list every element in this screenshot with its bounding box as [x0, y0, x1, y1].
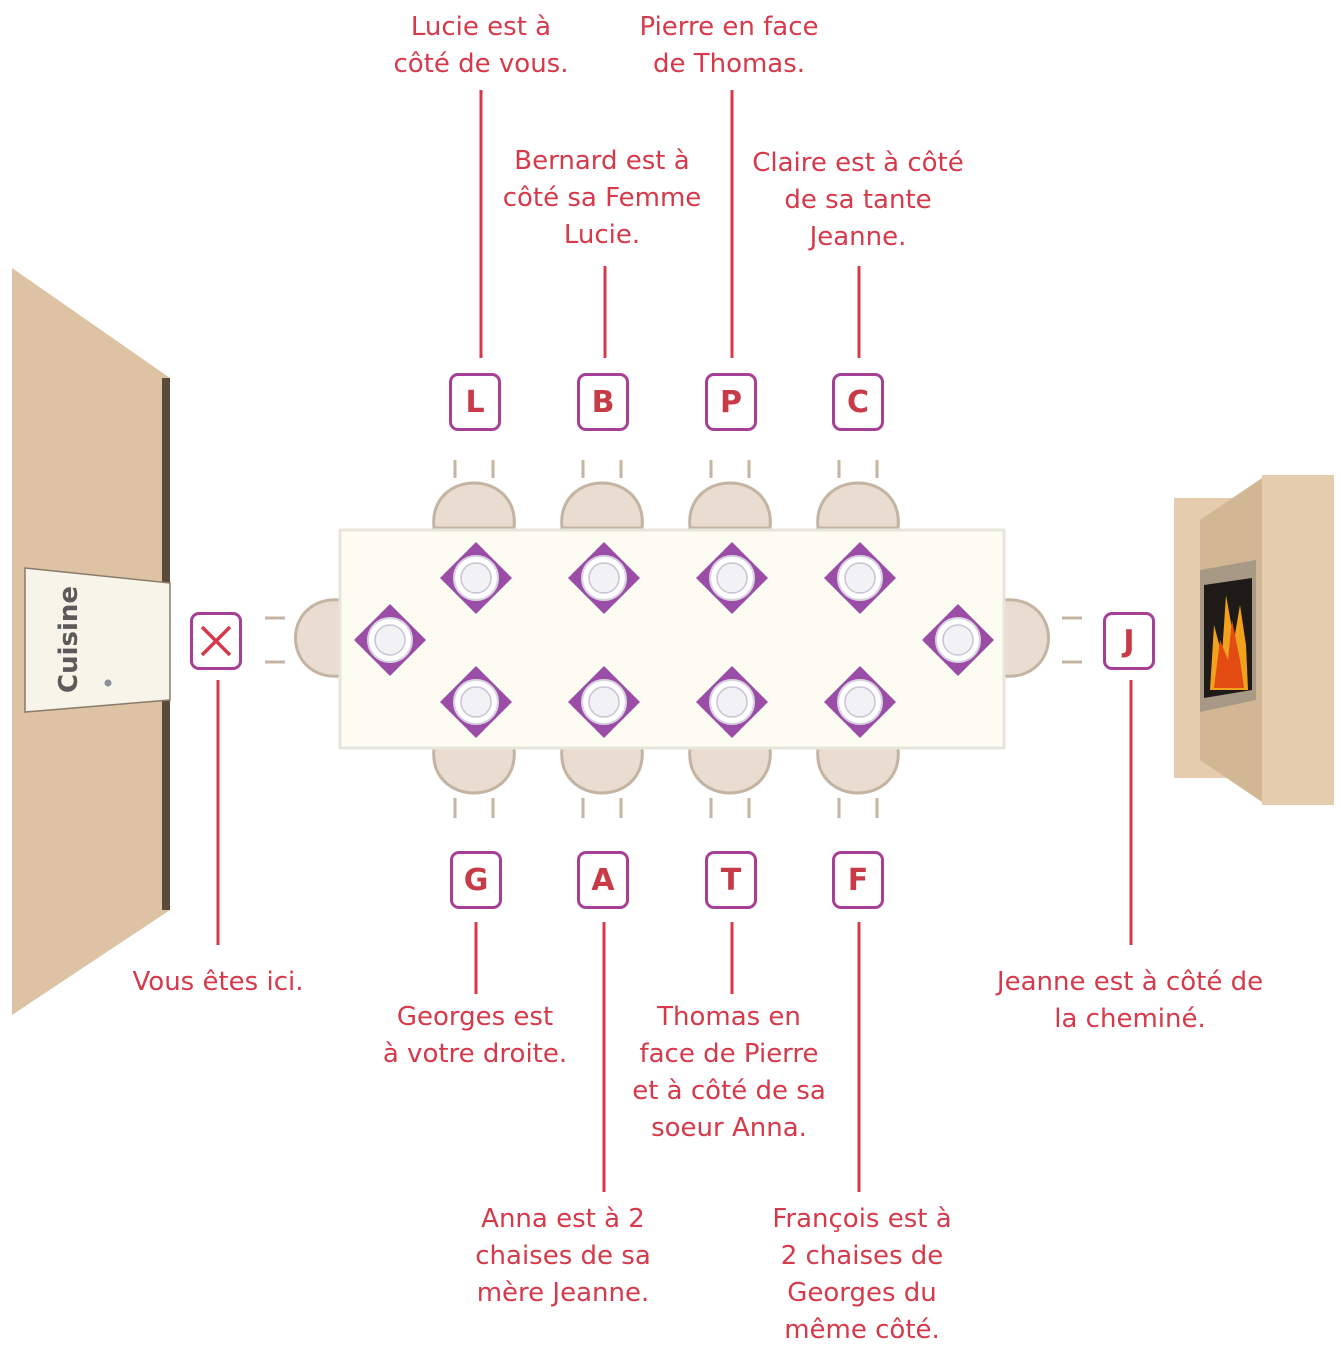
chair-bottom-1: [432, 746, 516, 818]
place-setting-bottom-2: [568, 666, 640, 738]
chair-left: [265, 598, 344, 678]
seat-box-c: C: [832, 373, 884, 431]
seat-box-t: T: [705, 851, 757, 909]
chair-top-3: [688, 460, 772, 530]
seat-letter-t: T: [720, 862, 742, 898]
chairs: [265, 460, 1082, 818]
seat-box-b: B: [577, 373, 629, 431]
clue-lines: [216, 90, 1133, 1192]
seat-letter-c: C: [846, 384, 870, 420]
chair-bottom-3: [688, 746, 772, 818]
kitchen-label: Cuisine: [54, 586, 84, 693]
seat-box-j: J: [1103, 612, 1155, 670]
clue-you: Vous êtes ici.: [132, 967, 304, 997]
seat-box-f: F: [832, 851, 884, 909]
x-icon: [200, 625, 232, 657]
seat-letter-f: F: [847, 862, 869, 898]
seat-letter-j: J: [1123, 623, 1135, 659]
seat-box-g: G: [450, 851, 502, 909]
place-setting-top-2: [568, 542, 640, 614]
kitchen-wall: Cuisine: [12, 268, 171, 1015]
place-setting-bottom-4: [824, 666, 896, 738]
chair-top-4: [816, 460, 900, 530]
seat-box-p: P: [705, 373, 757, 431]
place-setting-bottom-3: [696, 666, 768, 738]
place-setting-top-1: [440, 542, 512, 614]
place-setting-right-end: [922, 604, 994, 676]
place-setting-top-4: [824, 542, 896, 614]
seat-letter-b: B: [591, 384, 615, 420]
place-setting-left-end: [354, 604, 426, 676]
seat-letter-a: A: [591, 862, 615, 898]
fireplace: [1174, 475, 1334, 805]
dining-table: [338, 528, 1006, 750]
seat-box-l: L: [449, 373, 501, 431]
chair-top-1: [432, 460, 516, 530]
you-marker: [190, 612, 242, 670]
chair-top-2: [560, 460, 644, 530]
chair-bottom-4: [816, 746, 900, 818]
seat-letter-g: G: [463, 862, 489, 898]
chair-bottom-2: [560, 746, 644, 818]
place-setting-bottom-1: [440, 666, 512, 738]
place-settings: [354, 542, 994, 738]
seat-letter-l: L: [465, 384, 485, 420]
place-setting-top-3: [696, 542, 768, 614]
seat-box-a: A: [577, 851, 629, 909]
chair-right: [1000, 598, 1082, 678]
seat-letter-p: P: [720, 384, 742, 420]
